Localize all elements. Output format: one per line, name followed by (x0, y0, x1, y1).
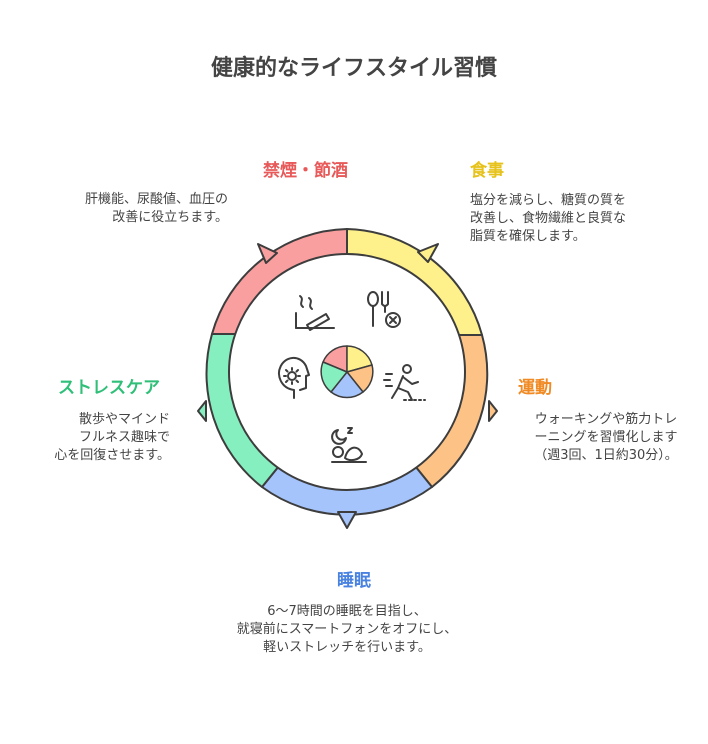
page-title: 健康的なライフスタイル習慣 (210, 56, 497, 81)
pointer-sleep (337, 511, 357, 529)
fork-spoon-icon (367, 291, 401, 328)
pointer-stress (197, 400, 207, 422)
head-gear-icon (277, 357, 310, 399)
sleeping-icon (331, 427, 367, 463)
no-smoking-icon (295, 295, 335, 331)
pointer-exercise (488, 400, 498, 422)
center-mini-pie (320, 345, 374, 399)
desc-sleep: 6〜7時間の睡眠を目指し、 就寝前にスマートフォンをオフにし、 軽いストレッチを… (236, 604, 458, 655)
desc-diet: 塩分を減らし、糖質の質を 改善し、食物繊維と良質な 脂質を確保します。 (470, 193, 627, 244)
label-sleep: 睡眠 (337, 571, 371, 591)
label-alcohol: 禁煙・節酒 (263, 161, 348, 181)
pointer-alcohol (257, 243, 278, 264)
label-exercise: 運動 (518, 378, 552, 398)
desc-alcohol: 肝機能、尿酸値、血圧の 改善に役立ちます。 (84, 192, 228, 225)
desc-stress: 散歩やマインド フルネス趣味で 心を回復させます。 (54, 412, 170, 463)
label-diet: 食事 (470, 161, 504, 181)
label-stress: ストレスケア (58, 378, 160, 398)
desc-exercise: ウォーキングや筋力トレ ーニングを習慣化します （週3回、1日約30分）。 (534, 412, 678, 463)
pointer-diet (417, 243, 439, 263)
running-icon (383, 364, 426, 401)
